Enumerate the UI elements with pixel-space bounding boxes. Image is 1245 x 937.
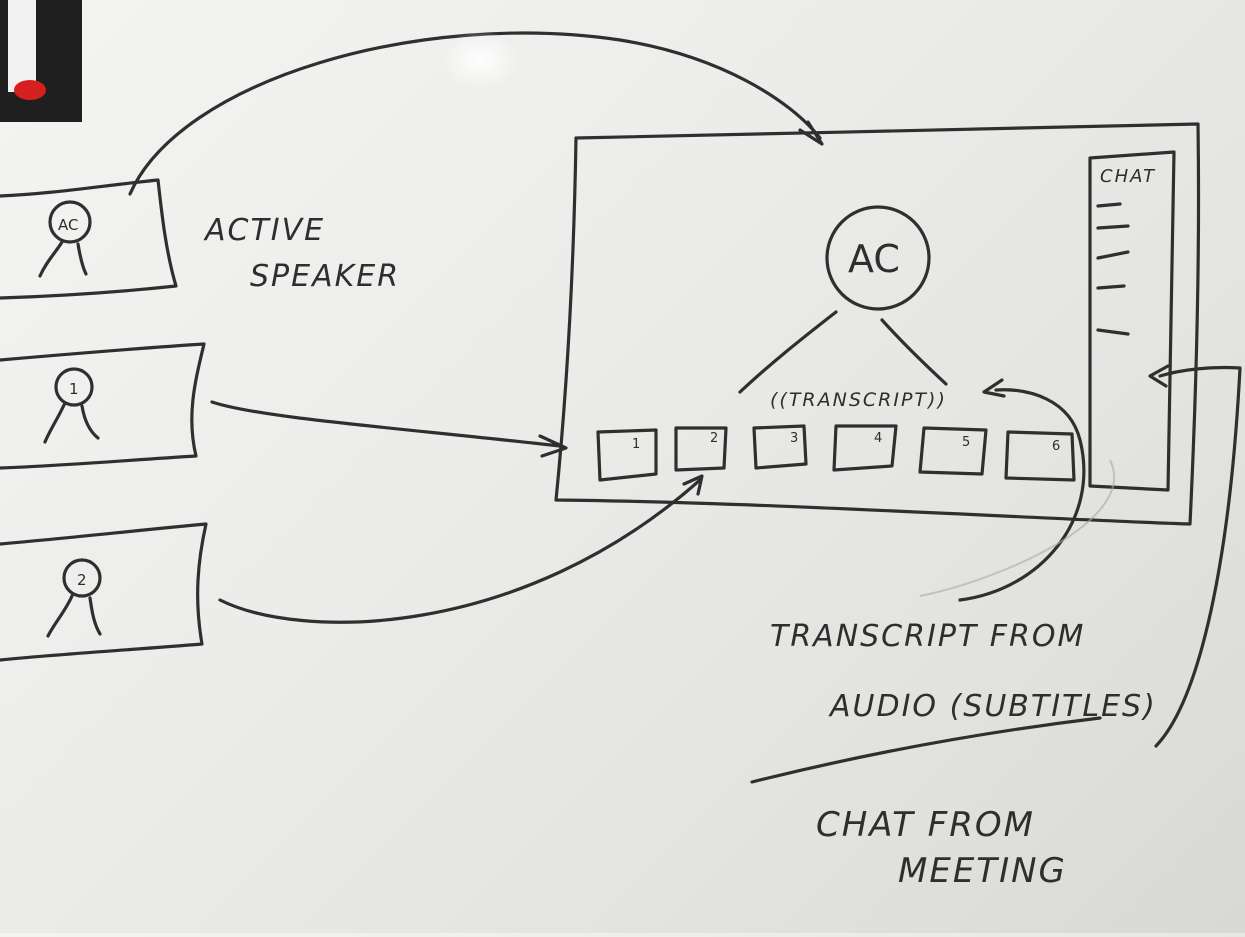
participant-1-tile	[0, 342, 206, 470]
chat-panel	[1088, 150, 1176, 492]
note-divider	[750, 716, 1102, 784]
speaker-label-line-2: SPEAKER	[250, 259, 400, 294]
arrow-active-to-screen	[128, 31, 822, 196]
active-speaker-tile	[0, 178, 178, 300]
main-speaker-initials: AC	[848, 237, 900, 281]
arrow-chat-note	[1154, 365, 1242, 748]
strip-label-4: 4	[874, 431, 882, 446]
main-speaker-circle	[825, 205, 931, 311]
arrowhead	[982, 378, 1006, 398]
speaker-label-line-1: ACTIVE	[203, 213, 325, 248]
eraser-smudge	[919, 459, 1116, 597]
strip-label-6: 6	[1052, 439, 1060, 454]
strip-label-2: 2	[710, 431, 718, 446]
strip-label-1: 1	[632, 437, 640, 452]
participant-strip	[596, 424, 1076, 482]
connector-line-left	[738, 310, 838, 394]
chat-title: CHAT	[1100, 166, 1156, 187]
arrowhead	[538, 434, 568, 458]
arrow-p2-to-strip	[218, 478, 702, 624]
participant-2-tile	[0, 522, 208, 662]
transcript-note-line-1: TRANSCRIPT FROM	[770, 619, 1085, 654]
chat-note-line-2: MEETING	[898, 851, 1067, 891]
arrowhead	[1148, 364, 1170, 388]
arrowhead	[798, 120, 824, 146]
arrowhead	[682, 474, 704, 496]
arrow-p1-to-strip	[210, 400, 562, 448]
light-glare	[440, 30, 520, 90]
active-speaker-initials: AC	[58, 216, 78, 234]
participant-2-number: 2	[77, 571, 87, 589]
marker-tray	[0, 0, 82, 122]
transcript-label: ((TRANSCRIPT))	[770, 389, 947, 411]
connector-line-right	[880, 318, 948, 386]
strip-label-3: 3	[790, 431, 798, 446]
arrow-transcript-note	[958, 388, 1086, 602]
chat-note-line-1: CHAT FROM	[816, 805, 1035, 845]
strip-label-5: 5	[962, 435, 970, 450]
participant-1-number: 1	[69, 380, 79, 398]
transcript-note-line-2: AUDIO (SUBTITLES)	[828, 689, 1157, 724]
meeting-screen-frame	[554, 122, 1201, 526]
